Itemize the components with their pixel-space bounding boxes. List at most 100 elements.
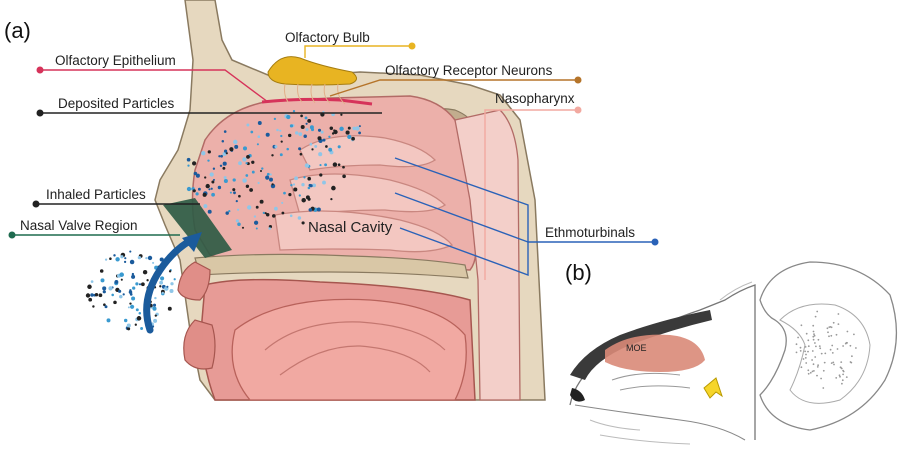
particle	[159, 281, 163, 285]
particle	[224, 176, 227, 179]
particle	[265, 176, 269, 180]
particle	[318, 152, 322, 156]
particle	[204, 176, 206, 178]
particle	[129, 302, 131, 304]
particle	[187, 187, 191, 191]
particle	[115, 257, 119, 261]
particle	[242, 227, 244, 229]
particle	[303, 176, 305, 178]
ear-stipple-dot	[805, 357, 807, 359]
ear-stipple-dot	[820, 378, 822, 380]
particle	[233, 191, 236, 194]
ear-stipple-dot	[830, 349, 832, 351]
particle	[113, 301, 117, 305]
particle	[271, 154, 273, 156]
particle	[124, 261, 126, 263]
particle	[237, 209, 239, 211]
receptor-neurons-dot	[575, 77, 582, 84]
particle	[139, 312, 142, 315]
particle	[211, 188, 213, 190]
particle	[223, 162, 227, 166]
particle	[293, 183, 295, 185]
nasal-valve-label: Nasal Valve Region	[20, 218, 138, 233]
particle	[208, 150, 211, 153]
particle	[321, 131, 324, 134]
particle	[124, 319, 127, 322]
particle	[152, 262, 154, 264]
particle	[224, 179, 228, 183]
particle	[103, 290, 106, 293]
particle	[299, 194, 301, 196]
particle	[123, 293, 125, 295]
particle	[169, 270, 171, 272]
particle	[210, 172, 214, 176]
particle	[246, 185, 249, 188]
particle	[224, 150, 227, 153]
particle	[236, 200, 238, 202]
particle	[286, 148, 289, 151]
particle	[307, 177, 311, 181]
particle	[290, 184, 292, 186]
particle	[317, 207, 321, 211]
particle	[331, 186, 336, 191]
particle	[108, 286, 112, 290]
particle	[101, 278, 105, 282]
particle	[342, 166, 345, 169]
deposited-particles-dot	[37, 110, 44, 117]
particle	[130, 260, 134, 264]
particle	[295, 131, 298, 134]
particle	[237, 223, 241, 227]
particle	[166, 286, 168, 288]
ear-stipple-dot	[831, 362, 833, 364]
particle	[187, 164, 189, 166]
particle	[160, 276, 164, 280]
particle	[220, 155, 223, 158]
particle	[301, 183, 304, 186]
particle	[228, 210, 230, 212]
particle	[193, 189, 196, 192]
particle	[301, 198, 305, 202]
ear-stipple-dot	[808, 373, 810, 375]
particle	[196, 192, 199, 195]
ethmoturbinals-label: Ethmoturbinals	[545, 225, 635, 240]
ear-stipple-dot	[824, 362, 826, 364]
particle	[288, 134, 291, 137]
ear-stipple-dot	[837, 348, 839, 350]
ear-stipple-dot	[835, 377, 837, 379]
particle	[258, 121, 262, 125]
ear-stipple-dot	[846, 342, 848, 344]
ear-stipple-dot	[814, 335, 816, 337]
particle	[155, 314, 157, 316]
particle	[257, 143, 259, 145]
particle	[206, 184, 210, 188]
ear-stipple-dot	[817, 364, 819, 366]
particle	[307, 119, 311, 123]
particle	[267, 173, 270, 176]
particle	[140, 327, 143, 330]
ear-stipple-dot	[819, 345, 821, 347]
ear-stipple-dot	[843, 371, 845, 373]
particle	[283, 192, 286, 195]
ear-stipple-dot	[840, 361, 842, 363]
ear-stipple-dot	[796, 352, 798, 354]
particle	[129, 251, 131, 253]
particle	[311, 128, 314, 131]
particle	[256, 227, 258, 229]
particle	[238, 161, 242, 165]
particle	[293, 110, 295, 112]
particle	[324, 163, 327, 166]
particle	[280, 135, 282, 137]
ear-stipple-dot	[840, 367, 842, 369]
particle	[330, 198, 332, 200]
ear-stipple-dot	[823, 370, 825, 372]
ear-stipple-dot	[815, 316, 817, 318]
particle	[91, 280, 94, 283]
particle	[310, 143, 313, 146]
ear-stipple-dot	[831, 345, 833, 347]
ear-stipple-dot	[807, 351, 809, 353]
particle	[121, 279, 123, 281]
particle	[258, 182, 260, 184]
ear-stipple-dot	[842, 345, 844, 347]
particle	[242, 178, 247, 183]
